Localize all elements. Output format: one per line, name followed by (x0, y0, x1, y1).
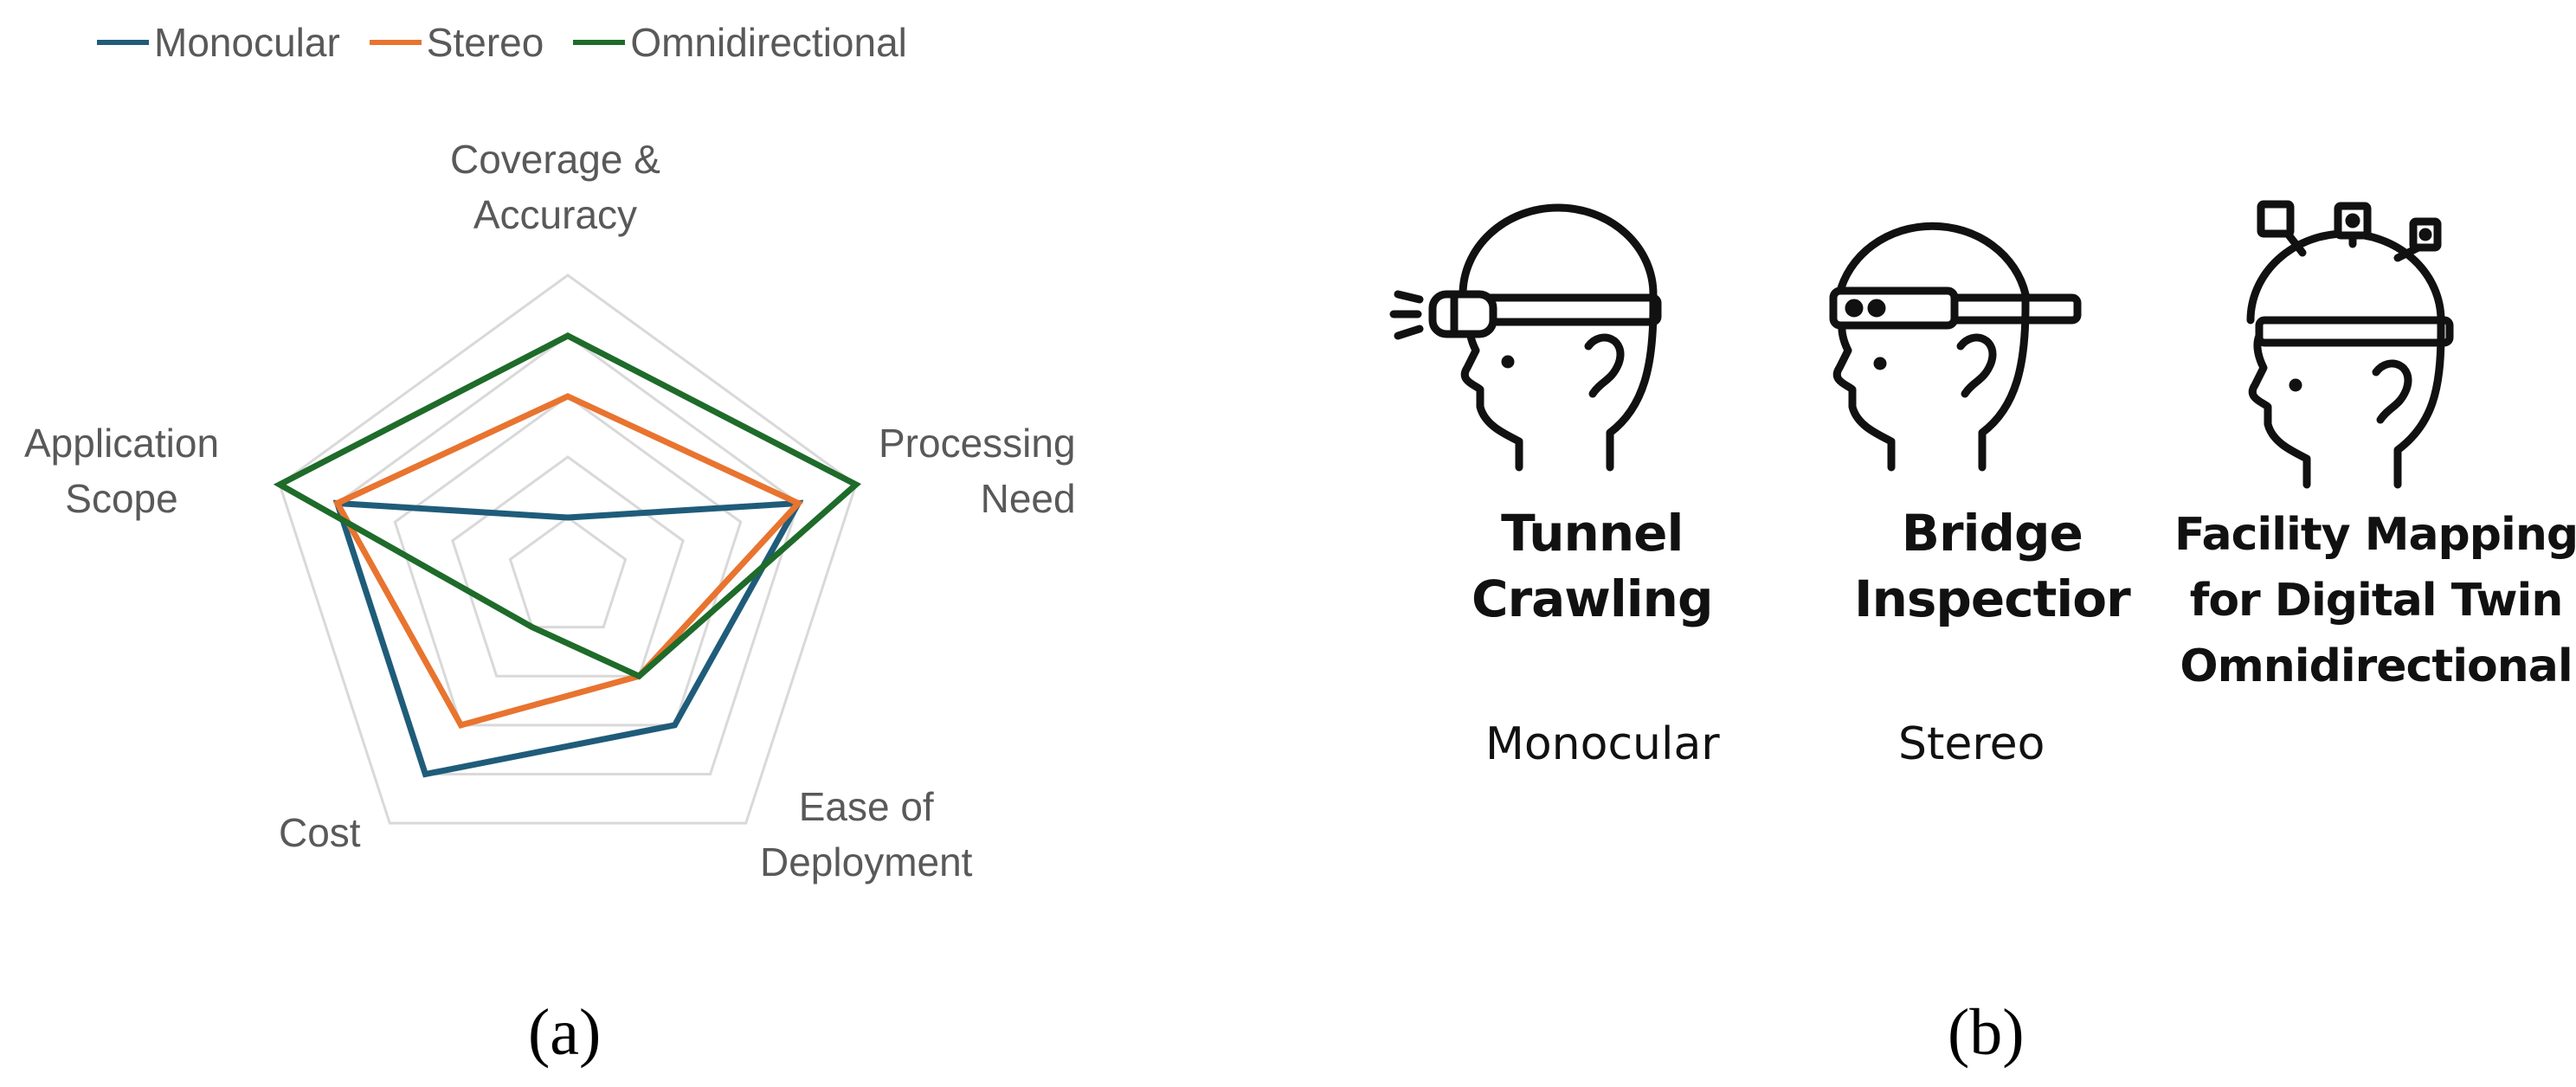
head-stereo-ear (1956, 333, 1997, 398)
axis-label-coverage-accuracy: Coverage & Accuracy (450, 137, 660, 237)
legend-item-omnidirectional: Omnidirectional (573, 19, 907, 66)
light-ray-bottom (1394, 325, 1424, 340)
legend-label-omnidirectional: Omnidirectional (630, 20, 907, 65)
head-omni-eye (2289, 378, 2302, 392)
head-stereo-eye (1873, 357, 1887, 370)
omni-camera-center-dot (2345, 213, 2360, 228)
omni-camera-left (2257, 200, 2295, 238)
app-title-tunnel-crawling: Tunnel Crawling (1472, 504, 1713, 628)
head-monocular-eye (1501, 355, 1515, 369)
axis-label-application-scope: Application Scope (24, 421, 220, 521)
legend-label-stereo: Stereo (426, 20, 544, 65)
camera-label-stereo: Stereo (1898, 718, 2045, 770)
radar-grid (278, 273, 858, 825)
head-stereo-outline (1832, 222, 2030, 472)
axis-label-cost: Cost (279, 810, 361, 855)
head-omni-outline (2246, 229, 2445, 489)
legend-item-monocular: Monocular (97, 19, 340, 66)
legend-swatch-monocular (97, 40, 149, 45)
omni-camera-right-dot (2418, 228, 2432, 241)
radar-grid-ring-5 (278, 273, 858, 825)
app-title-facility-mapping: Facility Mapping for Digital Twin Omnidi… (2174, 509, 2576, 692)
head-monocular-icon (1389, 203, 1662, 472)
legend-label-monocular: Monocular (154, 20, 340, 65)
radar-series-stereo (332, 393, 804, 729)
panel-label-a: (a) (528, 996, 602, 1069)
radar-grid-ring-3 (393, 395, 743, 727)
panel-label-b: (b) (1948, 996, 2025, 1069)
head-omni-ear (2372, 359, 2412, 424)
monocular-band (1472, 293, 1662, 326)
head-stereo-icon (1829, 222, 2082, 472)
radar-grid-ring-2 (451, 455, 685, 678)
camera-label-monocular: Monocular (1485, 718, 1720, 770)
radar-grid-ring-1 (508, 516, 628, 629)
stereo-camera (1829, 286, 1959, 330)
legend-swatch-omnidirectional (573, 40, 626, 45)
omni-band (2255, 316, 2454, 347)
stereo-lens-left (1845, 299, 1864, 318)
app-title-bridge-inspection: Bridge Inspectior (1854, 504, 2131, 628)
stereo-lens-right (1867, 299, 1886, 318)
radar-series-omnidirectional (273, 332, 862, 680)
monocular-camera (1428, 290, 1497, 338)
radar-series-group (273, 332, 862, 778)
head-monocular-outline (1459, 203, 1658, 472)
legend-item-stereo: Stereo (369, 19, 544, 66)
head-omnidirectional-icon (2246, 200, 2454, 489)
radar-series-monocular (332, 499, 804, 778)
radar-grid-ring-4 (335, 334, 801, 776)
legend-swatch-stereo (369, 40, 422, 45)
axis-label-processing-need: Processing Need (879, 421, 1076, 521)
head-monocular-ear (1584, 333, 1625, 398)
chart-legend: Monocular Stereo Omnidirectional (97, 19, 907, 66)
light-ray-top (1394, 290, 1424, 304)
axis-label-ease-of-deployment: Ease of Deployment (760, 784, 973, 884)
